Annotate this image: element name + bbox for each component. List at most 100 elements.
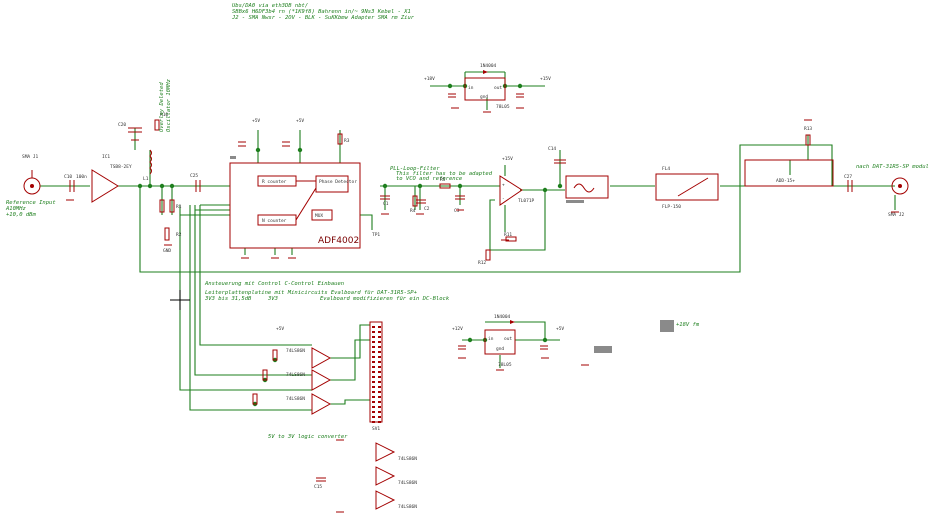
header-note-1: Ubs/DA0 via eth3DB nbt/ (232, 3, 308, 9)
reg-bottom-out-v: +5V (556, 326, 564, 332)
board-note-1: Leiterplattenplatine mit Minicircuits Ev… (205, 290, 418, 296)
reg-top-gnd: gnd (480, 94, 488, 100)
r10-label: R10 (160, 112, 168, 118)
j1-label: SMA J1 (22, 154, 39, 160)
sv1-pin (378, 421, 381, 423)
reference-input-freq: A10MHz (5, 206, 27, 212)
c20-label: C20 (118, 122, 126, 128)
r3-label: R3 (344, 138, 350, 144)
l1-label: L1 (143, 176, 149, 182)
connector-sv1: SV1 (369, 321, 383, 432)
u6-label: 74LS86N (286, 372, 305, 378)
c27-label: C27 (844, 174, 852, 180)
u5-label: 74LS86N (286, 348, 305, 354)
sv1-pin (372, 381, 375, 383)
sv1-pin (372, 331, 375, 333)
sv1-pin (372, 396, 375, 398)
opamp-ic2: + - TL071P +15V R11 R12 (478, 156, 535, 266)
sv1-pin (372, 421, 375, 423)
sv1-pin (378, 376, 381, 378)
reg-bottom-out: out (504, 336, 512, 342)
reg-bottom-gnd: gnd (496, 346, 504, 352)
c1-label: C1 (383, 201, 389, 207)
reference-input-label: Reference Input (6, 200, 56, 206)
sv1-pin (378, 341, 381, 343)
mux-label: MUX (315, 213, 323, 219)
opamp-plus: + (502, 183, 505, 188)
header-note-2: SBBx6 H6DF3b4 rn (*1K9f8) Bahrenn in/~ 9… (232, 9, 411, 15)
sv1-pin (372, 401, 375, 403)
cap-c25: C25 (190, 173, 201, 192)
loop-filter-note-2: to VCO and reference (396, 176, 463, 182)
ref-vertical-note-1: Overlay Deleted (159, 82, 165, 132)
sv1-pin (372, 416, 375, 418)
reg-bottom-diode: 1N4004 (494, 314, 511, 320)
reg-bottom-part: 78L05 (498, 362, 512, 368)
phase-detector-label: Phase Detector (319, 179, 357, 185)
adf-supply-5v: +5V (252, 118, 260, 124)
ref-vertical-note-2: Oscillator 10MHz (166, 78, 172, 132)
sv1-pin (372, 371, 375, 373)
loop-filter: PLL-Loop-Filter This filter has to be ad… (380, 166, 493, 214)
reg-top-in: in (468, 85, 474, 91)
c25-label: C25 (190, 173, 198, 179)
board-note-2: 3V3 bis 31,5dB (204, 296, 252, 302)
sv1-pin (378, 361, 381, 363)
r5-label: R5 (440, 177, 446, 183)
sv1-pin (378, 366, 381, 368)
sv1-pin (378, 416, 381, 418)
r13-label: R13 (804, 126, 812, 132)
reference-vertical-notes: Overlay Deleted Oscillator 10MHz (159, 78, 172, 132)
sv1-pin (372, 391, 375, 393)
c2-label: C2 (424, 206, 430, 212)
r-divider-gnd: GND (163, 248, 171, 254)
loop-filter-title: PLL-Loop-Filter (390, 166, 440, 172)
sv1-pin (378, 386, 381, 388)
sv1-pin (378, 396, 381, 398)
reg-top-out-v: +15V (540, 76, 551, 82)
c10-label: C10 (64, 174, 72, 180)
sv1-pin (372, 411, 375, 413)
middle-notes: Ansteuerung mit Control C-Control Einbau… (170, 281, 450, 310)
sv1-pin (372, 366, 375, 368)
board-note-4: Evalboard modifizieren für ein DC-Block (320, 296, 450, 302)
output-section: FL4 FLP-150 ADD-15+ R13 C27 SMA J2 nach … (548, 126, 929, 218)
c15-label: C15 (314, 484, 322, 490)
spare-buffers: 74LS86N 74LS86N 74LS86N C15 (314, 442, 417, 510)
flp150-label: FLP-150 (662, 204, 681, 210)
r11-label: R11 (504, 232, 512, 238)
control-note: Ansteuerung mit Control C-Control Einbau… (204, 281, 344, 287)
output-note: nach DAT-31R5-SP modul (856, 164, 929, 170)
pll-ic-adf4002: R counter N counter Phase Detector MUX A… (229, 162, 380, 249)
logic-supply: +5V (276, 326, 284, 332)
divider-resistors: R1 R2 GND (159, 199, 182, 254)
sv1-pin (372, 376, 375, 378)
adf-supply-caps: +5V +5V R3 (230, 118, 350, 159)
sv1-pin (378, 326, 381, 328)
reg-top-part: 78L05 (496, 104, 510, 110)
logic-converter-label: 5V to 3V logic converter (268, 434, 348, 440)
sv1-pin (378, 336, 381, 338)
pad-label: ADD-15+ (776, 178, 795, 184)
header-notes: Ubs/DA0 via eth3DB nbt/ SBBx6 H6DF3b4 rn… (231, 3, 415, 21)
r-counter-label: R counter (262, 179, 287, 185)
sv1-pin (378, 401, 381, 403)
c14-label: C14 (548, 146, 556, 152)
ic1-label: IC1 (102, 154, 110, 160)
opamp-minus: - (502, 197, 505, 202)
r2-label: R2 (176, 232, 182, 238)
r4-label: R4 (410, 208, 416, 214)
c10-value: 100n (76, 174, 87, 180)
sv1-pin (378, 331, 381, 333)
sv1-pin (378, 356, 381, 358)
sv1-pin (372, 406, 375, 408)
amp-part-label: TSB8-2EY (110, 164, 132, 170)
reg-bottom-in-v: +12V (452, 326, 463, 332)
sv1-pin (372, 326, 375, 328)
adf-supply-5v-2: +5V (296, 118, 304, 124)
sv1-pin (378, 406, 381, 408)
sv1-pin (372, 351, 375, 353)
n-counter-label: N counter (262, 218, 287, 224)
regulator-top: in out gnd 78L05 1N4004 +18V +15V (424, 63, 551, 110)
